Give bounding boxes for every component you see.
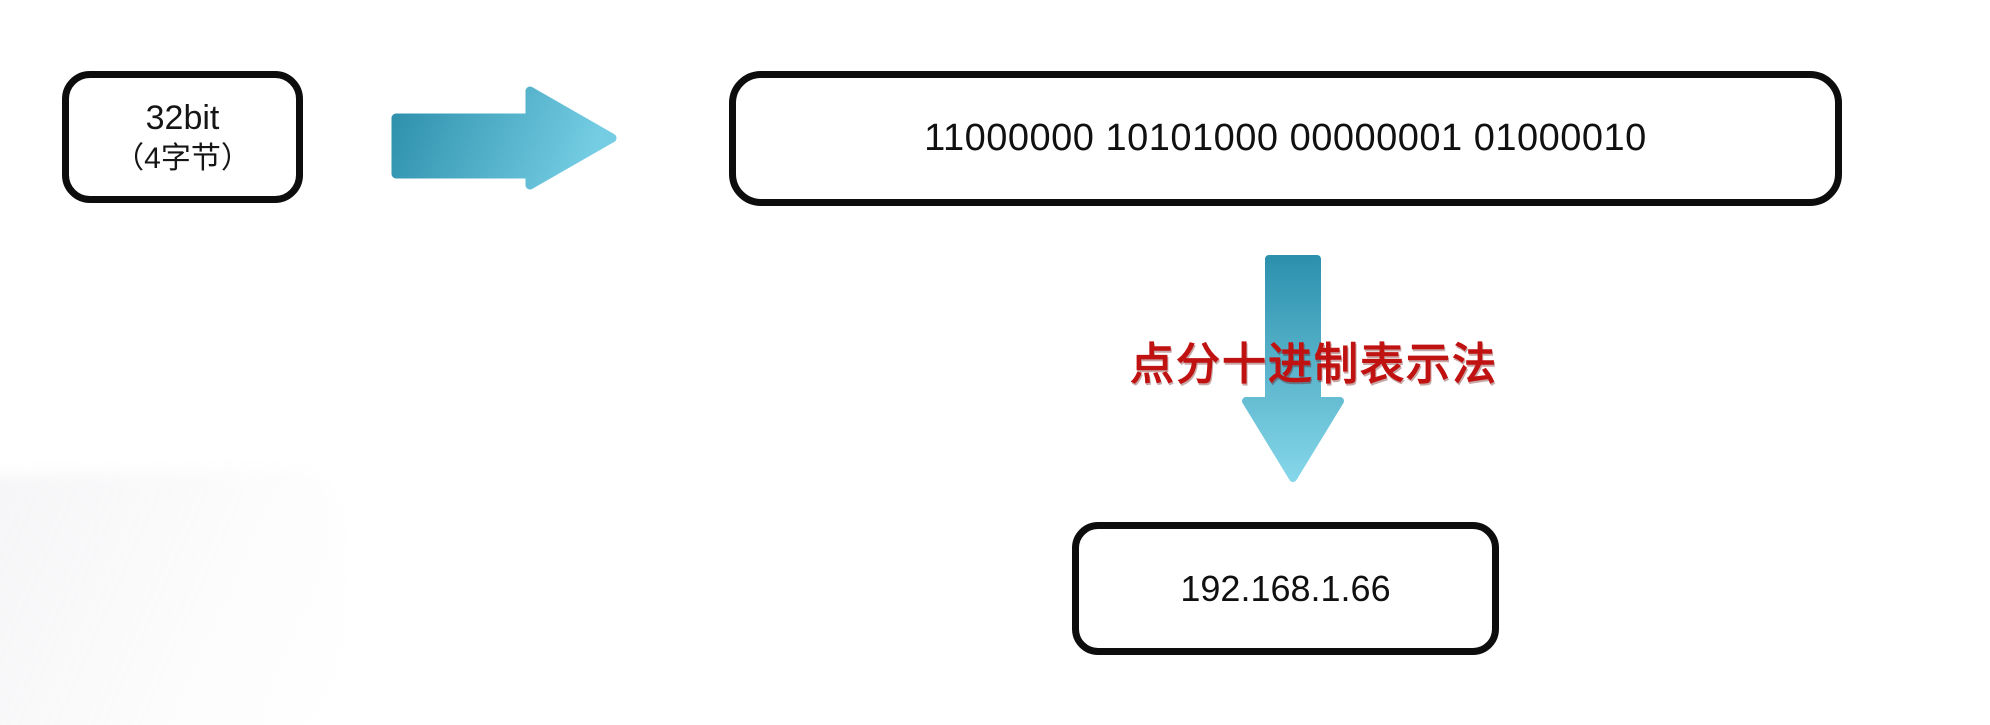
decimal-box: 192.168.1.66	[1072, 522, 1499, 655]
down-arrow-icon	[1242, 255, 1344, 482]
conversion-method-label: 点分十进制表示法	[1130, 340, 1498, 389]
source-box-line2: （4字节）	[114, 141, 251, 175]
binary-value: 11000000 10101000 00000001 01000010	[924, 117, 1647, 159]
source-box: 32bit （4字节）	[62, 71, 303, 203]
source-box-line1: 32bit	[145, 99, 220, 137]
binary-box: 11000000 10101000 00000001 01000010	[729, 71, 1842, 206]
decimal-value: 192.168.1.66	[1180, 567, 1391, 609]
background-smudge	[0, 468, 343, 725]
right-arrow-icon	[391, 86, 617, 190]
